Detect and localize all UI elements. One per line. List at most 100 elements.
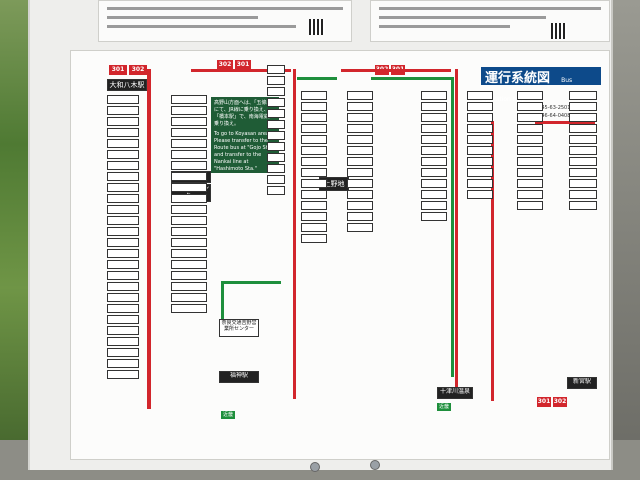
route-line-green — [297, 77, 337, 80]
bus-stop — [517, 168, 543, 177]
bus-stop — [301, 157, 327, 166]
bus-stop — [467, 91, 493, 100]
bus-stop — [347, 223, 373, 232]
route-line-red — [491, 121, 494, 401]
area-label: 近畿 — [437, 403, 452, 411]
bus-stop — [467, 179, 493, 188]
route-line-red — [455, 69, 458, 389]
route-line-green — [221, 281, 281, 284]
route-tag: 301 — [109, 65, 127, 75]
bus-stop — [107, 293, 139, 302]
bus-stop — [569, 190, 597, 199]
bus-stop — [267, 65, 285, 74]
bus-stop — [267, 109, 285, 118]
bus-stop — [107, 370, 139, 379]
bus-stop — [267, 131, 285, 140]
route-line-red — [535, 121, 595, 124]
qr-code-icon — [551, 23, 567, 39]
route-tag: 301 — [537, 397, 551, 407]
bus-stop — [107, 260, 139, 269]
bus-stop — [171, 249, 207, 258]
bus-stop — [267, 175, 285, 184]
map-title-jp: 運行系統図 — [485, 71, 551, 86]
bus-stop — [301, 91, 327, 100]
qr-code-icon — [309, 19, 325, 35]
bus-stop — [301, 201, 327, 210]
bus-stop — [107, 205, 139, 214]
phone-2: 0746-64-0408 — [535, 113, 571, 119]
bus-stop — [107, 238, 139, 247]
bus-stop — [107, 106, 139, 115]
bus-stop — [171, 139, 207, 148]
bus-stop — [107, 95, 139, 104]
bus-stop — [107, 304, 139, 313]
bus-stop — [347, 190, 373, 199]
bus-stop — [301, 234, 327, 243]
bus-stop — [517, 124, 543, 133]
bus-stop — [467, 124, 493, 133]
bus-stop — [421, 190, 447, 199]
area-label: 近畿 — [221, 411, 236, 419]
bus-stop — [467, 102, 493, 111]
map-title-en: Bus Operation Map — [481, 77, 573, 103]
bus-route-map: 301 302 302 301 302 301 301 302 大和八木駅 五條… — [70, 50, 610, 460]
bus-stop — [301, 168, 327, 177]
route-tag: 302 — [217, 60, 233, 70]
bus-stop — [347, 157, 373, 166]
bus-stop — [107, 271, 139, 280]
bus-stop — [107, 337, 139, 346]
bus-stop — [171, 117, 207, 126]
bus-stop — [107, 128, 139, 137]
bus-stop — [569, 135, 597, 144]
bus-stop — [171, 293, 207, 302]
bus-stop — [347, 91, 373, 100]
bus-stop — [347, 124, 373, 133]
bus-stop — [171, 216, 207, 225]
bus-stop — [347, 179, 373, 188]
bus-stop — [467, 157, 493, 166]
bus-stop — [301, 146, 327, 155]
bus-stop — [171, 227, 207, 236]
bus-stop — [467, 168, 493, 177]
route-line-red — [147, 69, 151, 409]
bus-stop — [569, 146, 597, 155]
bus-stop — [517, 135, 543, 144]
bolt-icon — [310, 462, 320, 472]
bus-stop — [107, 315, 139, 324]
route-line-red — [293, 69, 296, 399]
bus-stop — [171, 150, 207, 159]
bus-stop — [517, 146, 543, 155]
bus-stop — [421, 212, 447, 221]
station-yamato-yagi: 大和八木駅 — [107, 79, 147, 91]
bus-stop — [421, 157, 447, 166]
map-title: 運行系統図 Bus Operation Map — [481, 67, 601, 103]
bus-stop — [301, 135, 327, 144]
bus-stop — [347, 113, 373, 122]
bus-stop — [107, 227, 139, 236]
bus-stop — [421, 146, 447, 155]
bus-stop — [267, 164, 285, 173]
phone-1: 0745-63-2501 — [535, 105, 571, 111]
bus-stop — [171, 172, 207, 181]
bus-stop — [107, 194, 139, 203]
bus-stop — [107, 348, 139, 357]
bus-stop — [421, 102, 447, 111]
bus-stop — [267, 186, 285, 195]
bus-stop — [171, 95, 207, 104]
bus-stop — [107, 117, 139, 126]
bus-stop — [517, 113, 543, 122]
bus-stop — [301, 113, 327, 122]
bus-stop — [171, 260, 207, 269]
bus-stop — [301, 102, 327, 111]
bus-stop — [517, 179, 543, 188]
bus-stop — [107, 183, 139, 192]
bus-stop — [171, 205, 207, 214]
bus-stop — [467, 113, 493, 122]
bus-stop — [421, 168, 447, 177]
route-tag: 301 — [235, 60, 251, 70]
bus-stop — [569, 168, 597, 177]
callout-en: To go to Koyasan area, Please transfer t… — [214, 131, 275, 172]
bus-stop — [347, 201, 373, 210]
station-totsukawa-onsen: 十津川温泉 — [437, 387, 473, 399]
bus-stop — [421, 201, 447, 210]
